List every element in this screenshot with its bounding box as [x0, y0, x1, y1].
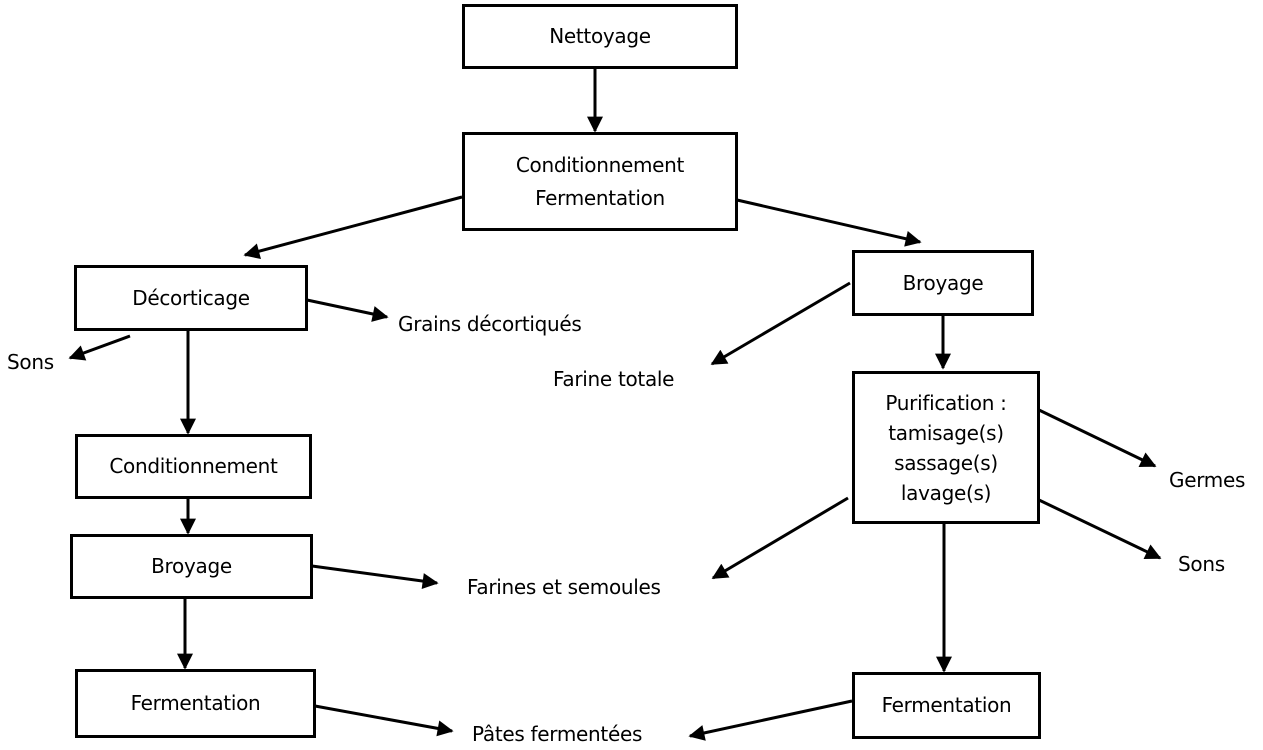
node-label: sassage(s)	[894, 450, 998, 475]
arrow-fermentation-to-pates	[314, 704, 454, 737]
arrow-purification-to-sons	[1038, 498, 1162, 560]
node-label: Conditionnement	[515, 152, 685, 177]
node-fermentation-right: Fermentation	[852, 672, 1041, 739]
arrow-broyage-to-farines	[311, 564, 439, 589]
output-farine-totale: Farine totale	[553, 367, 675, 391]
node-label: tamisage(s)	[888, 420, 1004, 445]
node-label: Broyage	[902, 270, 984, 295]
output-farines-semoules: Farines et semoules	[467, 575, 661, 599]
node-conditionnement-left: Conditionnement	[75, 434, 312, 499]
arrow-decorticage-to-grains	[306, 298, 389, 322]
node-label: Décorticage	[132, 285, 250, 310]
node-broyage-left: Broyage	[70, 534, 313, 599]
arrow-decorticage-to-sons	[68, 334, 131, 361]
output-sons-right: Sons	[1178, 552, 1225, 576]
node-fermentation-left: Fermentation	[75, 669, 316, 738]
node-label: Conditionnement	[109, 454, 278, 478]
arrow-purification-to-farines	[711, 496, 849, 580]
node-label: Purification :	[885, 390, 1007, 415]
output-grains-decortiques: Grains décortiqués	[398, 312, 582, 336]
arrow-broyage-right-to-farine-totale	[710, 281, 851, 366]
output-germes: Germes	[1169, 468, 1246, 492]
arrow-conditionnement-to-broyage	[736, 198, 922, 247]
node-purification: Purification : tamisage(s) sassage(s) la…	[852, 371, 1040, 524]
output-sons-left: Sons	[7, 350, 54, 374]
output-pates-fermentees: Pâtes fermentées	[472, 722, 643, 746]
node-label: Fermentation	[130, 691, 261, 715]
node-label: lavage(s)	[900, 480, 992, 505]
node-nettoyage: Nettoyage	[462, 4, 738, 69]
node-label: Fermentation	[535, 185, 665, 210]
node-decorticage: Décorticage	[74, 265, 308, 331]
arrow-conditionnement-to-decorticage	[243, 195, 463, 260]
node-label: Broyage	[151, 554, 232, 578]
node-label: Nettoyage	[549, 24, 651, 48]
node-conditionnement-fermentation: Conditionnement Fermentation	[462, 132, 738, 231]
arrow-fermentation-right-to-pates	[688, 699, 853, 741]
node-broyage-right: Broyage	[852, 250, 1034, 316]
node-label: Fermentation	[881, 693, 1012, 717]
arrow-purification-to-germes	[1038, 408, 1157, 468]
